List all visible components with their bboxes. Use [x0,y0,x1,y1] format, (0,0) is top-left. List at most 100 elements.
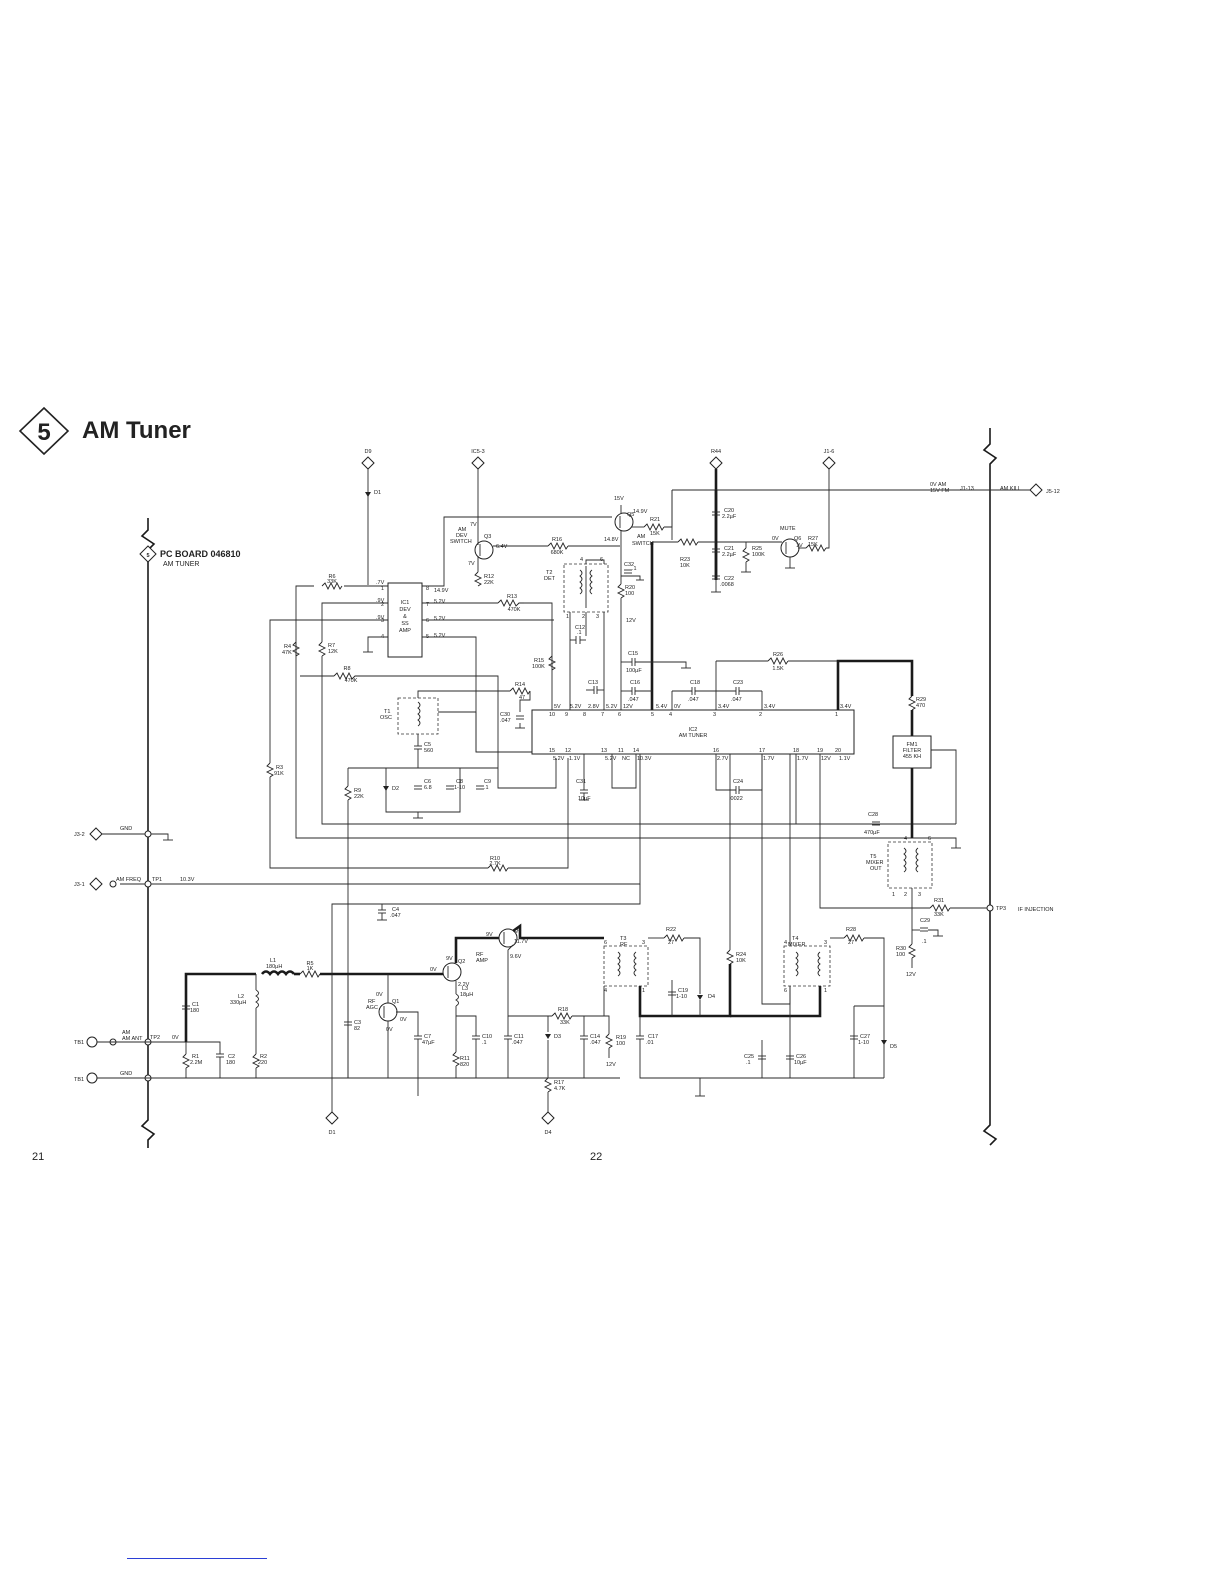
svg-text:IC1: IC1 [401,600,410,606]
ic2-pin-voltage: 5V [554,704,561,710]
svg-text:T1: T1 [384,709,390,715]
svg-text:R18: R18 [558,1007,568,1013]
connector-label: IC5-3 [471,449,484,455]
ic2-pin-voltage: 5.2V [605,756,617,762]
ic2-pin-voltage: 10.3V [637,756,652,762]
svg-text:C5: C5 [424,742,431,748]
svg-text:.1: .1 [577,630,582,636]
svg-text:0V: 0V [400,1017,407,1023]
svg-text:1: 1 [892,892,895,898]
svg-text:180µH: 180µH [266,964,282,970]
page-number-left: 21 [32,1151,45,1163]
svg-text:15K: 15K [808,542,818,548]
svg-text:C17: C17 [648,1034,658,1040]
svg-text:R26: R26 [773,652,783,658]
kill-voltage-am: 0V AM [930,482,947,488]
svg-text:.047: .047 [390,913,401,919]
svg-text:C7: C7 [424,1034,431,1040]
svg-text:12V: 12V [626,618,636,624]
svg-text:C13: C13 [588,680,598,686]
svg-text:RF: RF [368,999,376,1005]
antenna-front-end: L1 180µH C1 180 L2 330µH C2 180 C3 [182,958,444,1078]
svg-text:C21: C21 [724,546,734,552]
ic1-wiring [269,516,956,869]
svg-text:T4: T4 [792,936,798,942]
ic2: IC2 AM TUNER [531,709,855,755]
svg-text:3: 3 [918,892,921,898]
ic2-top-caps: C15 100µF C16 .047 C18 .047 C23 .047 [621,651,838,710]
svg-text:R23: R23 [680,557,690,563]
section-title: AM Tuner [82,417,191,444]
svg-text:4: 4 [904,836,907,842]
svg-text:R28: R28 [846,927,856,933]
svg-text:D2: D2 [392,786,399,792]
ic2-pin-number: 12 [565,748,571,754]
svg-text:AGC: AGC [366,1005,378,1011]
svg-text:R3: R3 [276,765,283,771]
svg-text:Q6: Q6 [794,536,801,542]
ic2-pin-voltage: 2.8V [588,704,600,710]
svg-text:3: 3 [824,940,827,946]
svg-text:91K: 91K [274,771,284,777]
svg-text:47: 47 [519,695,525,701]
svg-text:TP3: TP3 [996,906,1006,912]
ic2-pin-number: 10 [549,712,555,718]
svg-text:470K: 470K [345,678,358,684]
svg-text:2: 2 [582,614,585,620]
svg-text:R16: R16 [552,537,562,543]
svg-text:1K: 1K [307,966,314,972]
svg-text:.7V: .7V [376,580,385,586]
kill-ref: J1-13 [960,486,974,492]
svg-text:680K: 680K [551,550,564,556]
svg-text:14.9V: 14.9V [434,588,449,594]
svg-text:Q5: Q5 [627,512,634,518]
footer-rule [127,1558,267,1559]
t1-osc: T1 OSC C5 560 D2 C6 6.8 C8 1-10 [347,690,531,1078]
svg-text:R30: R30 [896,946,906,952]
svg-text:R4: R4 [284,644,291,650]
svg-text:2.7K: 2.7K [489,861,501,867]
connector-label: J1-6 [824,449,835,455]
svg-text:180: 180 [190,1008,199,1014]
svg-text:100: 100 [896,952,905,958]
svg-text:R12: R12 [484,574,494,580]
t3-rf: T3 RF 6 3 4 1 C19 1-10 D4 [603,754,732,1018]
svg-text:6: 6 [426,618,429,624]
svg-text:R7: R7 [328,643,335,649]
svg-text:22K: 22K [354,794,364,800]
svg-text:AMP: AMP [476,958,488,964]
top-connector-j1-6: J1-6 [822,449,836,540]
top-right-caps: C20 2.2µF C21 2.2µF C22 .0068 [650,490,751,710]
ic2-pin-number: 4 [669,712,672,718]
svg-text:AM: AM [637,534,646,540]
board-sublabel: AM TUNER [163,561,199,568]
svg-text:IF INJECTION: IF INJECTION [1018,907,1053,913]
ic2-pin-number: 5 [651,712,654,718]
svg-text:D3: D3 [554,1034,561,1040]
svg-text:R19: R19 [616,1035,626,1041]
q1-transistor: C7 47µF RF AGC Q1 0V 0V 0V [366,974,435,1096]
svg-text:AM: AM [122,1030,131,1036]
svg-text:470: 470 [916,703,925,709]
svg-text:6.8: 6.8 [424,785,432,791]
svg-text:1: 1 [566,614,569,620]
svg-text:SWITCH: SWITCH [450,539,472,545]
svg-text:R1: R1 [192,1054,199,1060]
ic2-pin-number: 19 [817,748,823,754]
svg-text:820: 820 [460,1062,469,1068]
section-number: 5 [37,419,50,446]
svg-text:470µF: 470µF [864,830,880,836]
svg-text:Q4: Q4 [514,928,521,934]
svg-text:R9: R9 [354,788,361,794]
svg-text:2.2µF: 2.2µF [722,552,737,558]
svg-text:C24: C24 [733,779,743,785]
ic2-pin-voltage: 5.4V [656,704,668,710]
svg-text:D4: D4 [708,994,715,1000]
ic2-pin-voltage: 3.4V [764,704,776,710]
ic2-pin-voltage: 2.7V [717,756,729,762]
svg-text:0V: 0V [172,1035,179,1041]
svg-text:.047: .047 [512,1040,523,1046]
top-connector-d9: D9 D1 [361,449,381,585]
svg-text:C9: C9 [484,779,491,785]
svg-text:D5: D5 [890,1044,897,1050]
